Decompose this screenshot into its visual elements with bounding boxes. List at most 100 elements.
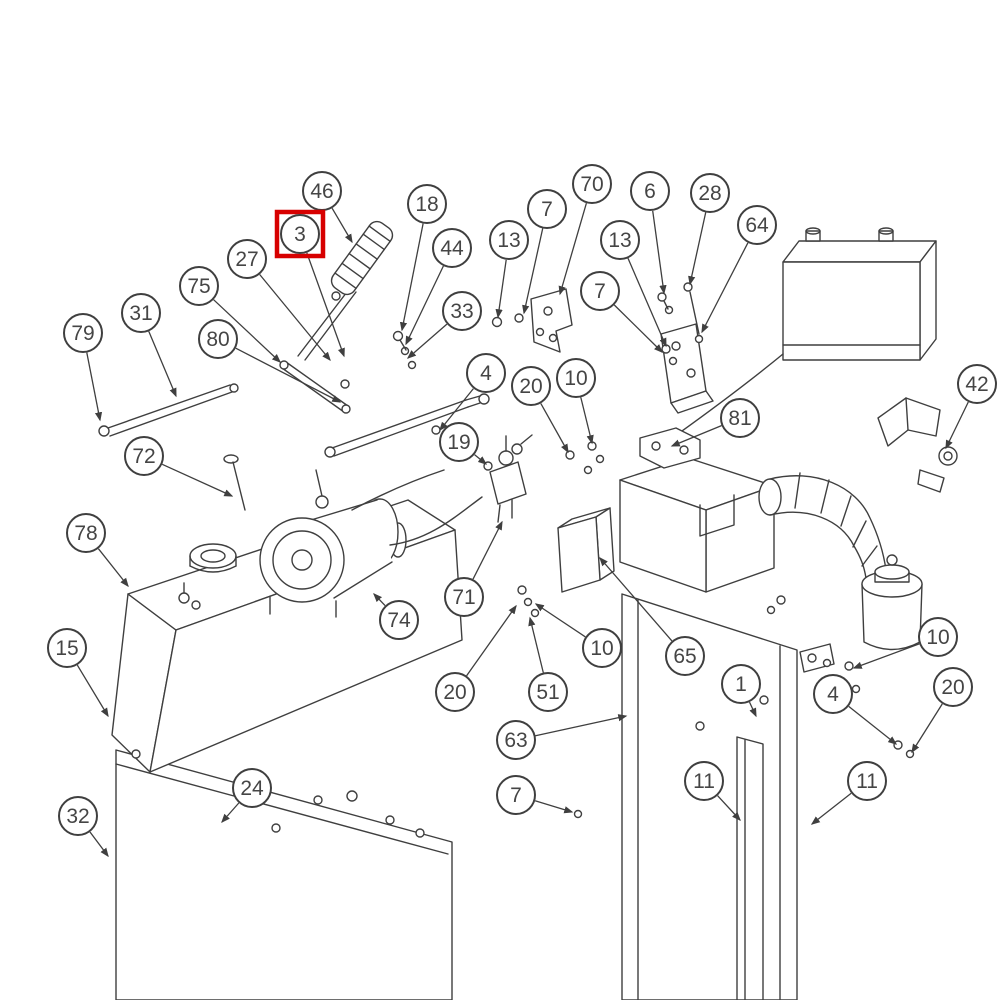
leader-lines [76,203,969,858]
callout-number: 79 [71,322,94,345]
mount-bracket [660,323,714,414]
callout-number: 11 [693,770,715,793]
callout-number: 10 [926,626,949,649]
leader-line-71 [472,520,503,580]
leader-line-7 [534,800,574,814]
lower-left-panel [115,749,453,1000]
leader-line-13 [627,258,667,348]
callout-number: 19 [447,431,470,454]
callout-balloon-13: 13 [600,220,640,260]
callout-balloon-15: 15 [47,628,87,668]
callout-number: 78 [74,522,97,545]
battery-box [619,457,775,593]
leader-line-79 [86,352,103,422]
callout-balloon-79: 79 [63,313,103,353]
callout-balloon-74: 74 [379,600,419,640]
callout-balloon-42: 42 [957,364,997,404]
callout-number: 18 [415,193,438,216]
muffler-canister [861,554,923,651]
callout-circle [58,796,98,836]
callout-balloon-7: 7 [496,775,536,815]
fasteners [331,282,915,819]
callout-balloon-20: 20 [511,366,551,406]
callout-circle [737,205,777,245]
callout-number: 7 [541,198,553,221]
callout-balloon-11: 11 [847,761,887,801]
callout-circle [528,672,568,712]
callout-number: 3 [294,223,306,246]
callout-circle [489,220,529,260]
callout-number: 33 [450,300,473,323]
callout-circle [527,189,567,229]
callout-number: 15 [55,637,78,660]
leader-line-64 [701,242,749,334]
leader-line-13 [495,259,507,319]
callout-balloon-72: 72 [124,436,164,476]
callout-balloon-4: 4 [813,674,853,714]
leader-line-78 [97,548,129,588]
callout-balloon-20: 20 [435,672,475,712]
leader-line-7 [522,228,544,315]
callout-number: 13 [497,229,520,252]
leader-line-11 [810,792,852,825]
callout-number: 7 [594,280,606,303]
callout-circle [918,617,958,657]
callout-balloon-10: 10 [582,628,622,668]
callout-number: 13 [608,229,631,252]
leader-line-31 [148,331,177,398]
callout-balloon-70: 70 [572,164,612,204]
callout-balloon-46: 46 [302,171,342,211]
callout-balloon-7: 7 [527,189,567,229]
callout-circle [379,600,419,640]
leader-line-28 [688,212,707,286]
callout-circle [933,667,973,707]
callout-number: 70 [580,173,603,196]
callout-circle [496,720,536,760]
callout-balloon-24: 24 [232,768,272,808]
leader-line-20 [540,403,569,454]
callout-circle [439,422,479,462]
callout-balloon-44: 44 [432,228,472,268]
callout-circle [442,291,482,331]
callout-number: 81 [728,407,751,430]
callout-circle [813,674,853,714]
leader-line-63 [535,714,628,737]
leader-line-10 [534,603,586,638]
battery [782,227,937,361]
callout-balloon-10: 10 [556,358,596,398]
callout-number: 64 [745,214,769,237]
callout-number: 63 [504,729,527,752]
callout-balloon-27: 27 [227,239,267,279]
leader-line-65 [599,556,673,642]
callout-circle [684,761,724,801]
callout-number: 75 [187,275,210,298]
callout-number: 74 [387,609,411,632]
callout-balloon-71: 71 [444,577,484,617]
control-valve [489,434,533,523]
callout-number: 20 [941,676,964,699]
callout-number: 4 [827,683,839,706]
pump-motor-assembly [259,469,407,618]
callout-circle [690,173,730,213]
callout-balloon-11: 11 [684,761,724,801]
callout-circle [198,319,238,359]
callout-number: 20 [443,681,466,704]
callout-circle [407,184,447,224]
hinge-bracket [639,427,701,469]
callout-circle [630,171,670,211]
leader-line-1 [748,701,757,718]
leader-line-20 [466,604,517,677]
leader-line-72 [161,463,234,497]
leader-line-51 [528,616,544,673]
callout-circle [124,436,164,476]
callout-number: 6 [644,180,656,203]
callout-balloon-28: 28 [690,173,730,213]
callout-number: 31 [129,302,152,325]
callout-circle [432,228,472,268]
leader-line-6 [652,210,667,295]
callout-circle [720,398,760,438]
callout-circle [665,636,705,676]
vertical-strip-bracket [736,736,764,1000]
leader-line-24 [221,802,240,824]
